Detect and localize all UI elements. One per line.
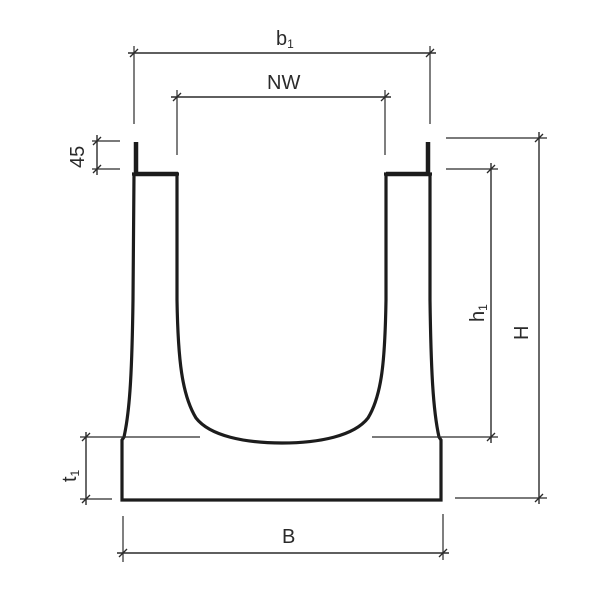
dimension-label-t1: t1 bbox=[59, 469, 82, 482]
dimension-B: B bbox=[117, 514, 449, 562]
dimension-label-h1: h1 bbox=[467, 304, 490, 322]
dimension-label-B: B bbox=[282, 526, 295, 548]
dimension-H: H bbox=[446, 132, 547, 504]
dimension-b1: b1 bbox=[128, 28, 436, 124]
left-steel-rim bbox=[133, 142, 178, 177]
dimension-label-45: 45 bbox=[67, 146, 89, 168]
right-steel-rim bbox=[386, 142, 431, 177]
dimension-nw: NW bbox=[171, 72, 391, 155]
channel-inner-trough bbox=[175, 174, 388, 445]
dimension-rim-45: 45 bbox=[67, 135, 120, 175]
channel-outer-profile bbox=[120, 173, 443, 502]
channel-body bbox=[120, 142, 443, 502]
dimension-t1: t1 bbox=[59, 432, 200, 505]
dimension-label-H: H bbox=[511, 326, 533, 340]
dimension-label-nw: NW bbox=[267, 72, 300, 94]
dimension-h1: h1 bbox=[372, 163, 498, 443]
dimension-label-b1: b1 bbox=[276, 28, 294, 51]
